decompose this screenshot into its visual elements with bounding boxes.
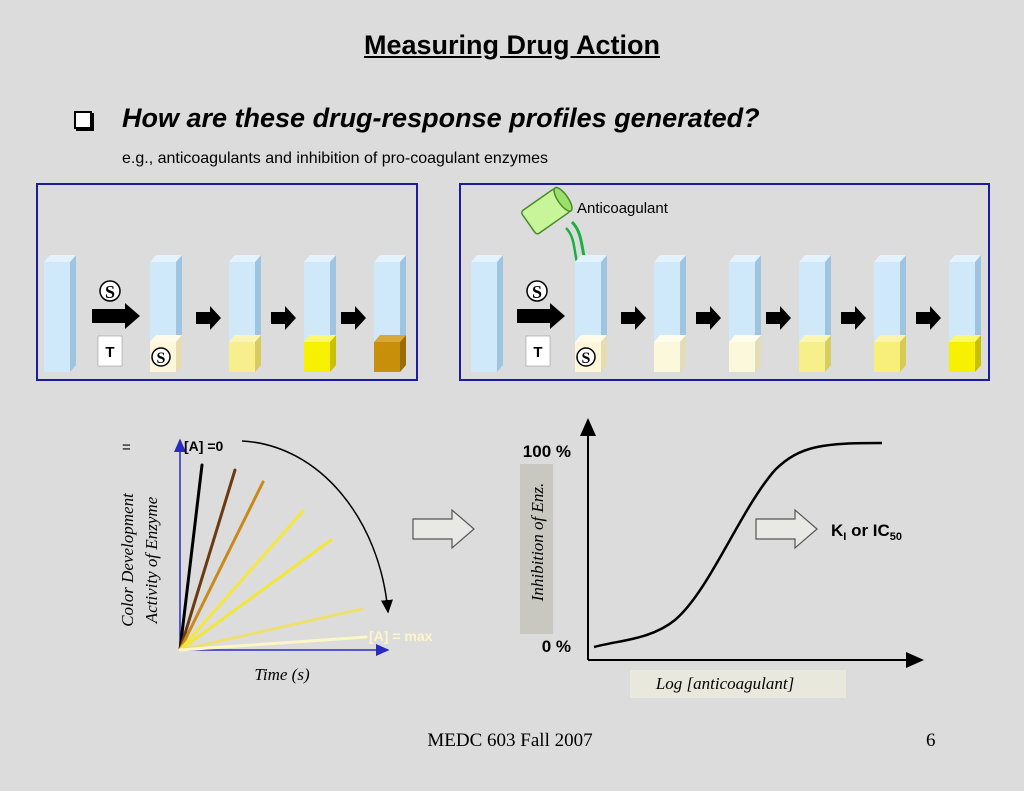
example-text: e.g., anticoagulants and inhibition of p…: [122, 150, 549, 167]
ki-ic50-label: KI or IC50: [831, 521, 902, 543]
rate-line: [178, 538, 333, 652]
time-plot-xlabel: Time (s): [254, 665, 310, 684]
dose-plot-ylabel: Inhibition of Enz.: [528, 483, 547, 603]
label-a-max: [A] = max: [369, 628, 433, 644]
rate-line: [178, 607, 364, 652]
dose-plot-y-top: 100 %: [523, 442, 571, 461]
arrow-icon: [621, 306, 646, 330]
rate-line: [178, 509, 305, 652]
tube-left-2: S: [150, 255, 182, 372]
substrate-symbol: S: [105, 282, 115, 302]
target-block-left: T: [97, 335, 123, 367]
rate-line: [178, 468, 237, 652]
rate-lines: [178, 463, 368, 652]
tube-left-5: [374, 255, 406, 372]
right-panel-frame: [459, 183, 990, 381]
arrow-icon: [766, 306, 791, 330]
equals-sign: =: [122, 439, 131, 456]
tube-right-1: [471, 255, 503, 372]
substrate-symbol: S: [532, 282, 542, 302]
substrate-arrow-left: S: [92, 280, 140, 329]
substrate-arrow-right: S: [517, 280, 565, 329]
increasing-concentration-arrow: [241, 440, 393, 614]
time-plot-ylabel-2: Activity of Enzyme: [142, 496, 161, 624]
arrow-icon: [196, 306, 221, 330]
arrow-icon: [916, 306, 941, 330]
target-block-right: T: [525, 335, 551, 367]
dose-response-curve: [593, 441, 883, 649]
tube-right-3: [654, 255, 686, 372]
question-heading: How are these drug-response profiles gen…: [122, 103, 760, 133]
dose-plot-y-bottom: 0 %: [542, 637, 571, 656]
arrow-icon: [271, 306, 296, 330]
tube-left-4: [304, 255, 336, 372]
label-a-zero: [A] =0: [184, 438, 224, 454]
tube-right-2: S: [575, 255, 607, 372]
hollow-arrow-icon: [412, 508, 475, 550]
tube-right-6: [874, 255, 906, 372]
target-label: T: [105, 344, 114, 361]
anticoagulant-label: Anticoagulant: [577, 200, 669, 217]
left-panel-frame: [36, 183, 418, 381]
arrow-icon: [841, 306, 866, 330]
tube-left-3: [229, 255, 261, 372]
arrow-icon: [341, 306, 366, 330]
tube-left-1: [44, 255, 76, 372]
rate-line: [178, 635, 368, 652]
dose-plot-xlabel: Log [anticoagulant]: [655, 674, 794, 693]
rate-line: [178, 463, 204, 652]
checkbox-bullet-icon: [72, 108, 92, 129]
substrate-symbol: S: [157, 350, 166, 367]
dose-xlabel-background: [630, 670, 846, 698]
tube-right-7: [949, 255, 981, 372]
arrow-icon: [696, 306, 721, 330]
tube-right-4: [729, 255, 761, 372]
page-number: 6: [926, 730, 936, 751]
slide-title: Measuring Drug Action: [363, 30, 660, 60]
substrate-symbol: S: [582, 350, 591, 367]
time-plot-ylabel-1: Color Development: [118, 492, 137, 627]
rate-line: [178, 480, 265, 652]
dose-ylabel-background: [520, 464, 553, 634]
tube-right-5: [799, 255, 831, 372]
target-label: T: [533, 344, 542, 361]
footer-course: MEDC 603 Fall 2007: [427, 730, 593, 751]
hollow-arrow-icon: [755, 508, 818, 550]
